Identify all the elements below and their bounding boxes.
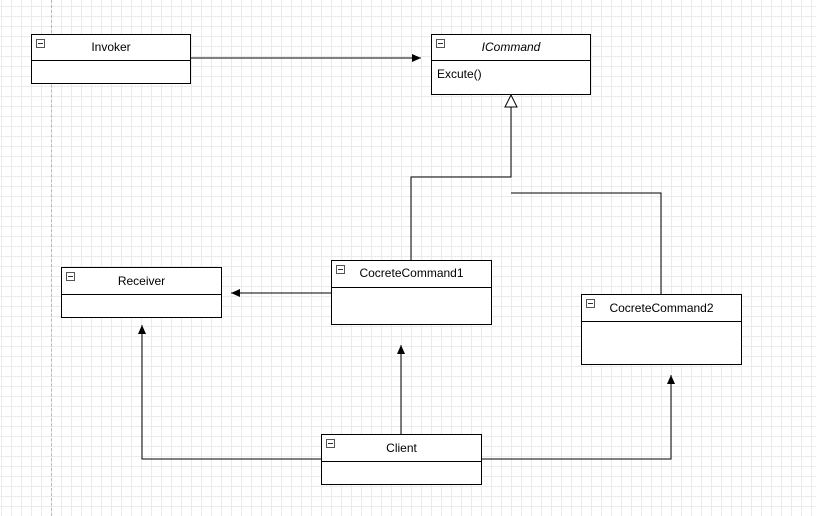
class-invoker-name: Invoker	[91, 40, 131, 54]
collapse-icon[interactable]	[436, 39, 445, 48]
class-concrete-command-2-header: CocreteCommand2	[582, 295, 741, 322]
collapse-icon[interactable]	[326, 439, 335, 448]
class-concrete-command-1-name: CocreteCommand1	[359, 266, 464, 280]
edge-client-concrete2[interactable]	[481, 375, 675, 460]
collapse-icon[interactable]	[66, 272, 75, 281]
collapse-icon[interactable]	[586, 299, 595, 308]
class-icommand-members: Excute()	[432, 61, 590, 81]
class-receiver[interactable]: Receiver	[61, 267, 222, 318]
class-receiver-name: Receiver	[117, 274, 166, 288]
edge-concrete1-icommand[interactable]	[410, 107, 512, 261]
page-boundary-guide	[51, 0, 52, 516]
class-invoker[interactable]: Invoker	[31, 34, 191, 84]
class-concrete-command-2[interactable]: CocreteCommand2	[581, 294, 742, 365]
member-excute[interactable]: Excute()	[437, 67, 482, 81]
class-icommand[interactable]: ICommand Excute()	[431, 34, 591, 95]
class-invoker-header: Invoker	[32, 35, 190, 61]
realization-triangle	[504, 93, 518, 108]
edge-client-receiver[interactable]	[138, 325, 321, 460]
class-client[interactable]: Client	[321, 434, 482, 485]
class-client-header: Client	[322, 435, 481, 462]
class-receiver-header: Receiver	[62, 268, 221, 295]
edge-concrete2-icommand[interactable]	[511, 192, 662, 294]
class-icommand-header: ICommand	[432, 35, 590, 61]
class-concrete-command-2-name: CocreteCommand2	[609, 301, 714, 315]
collapse-icon[interactable]	[336, 265, 345, 274]
class-concrete-command-1-header: CocreteCommand1	[332, 261, 491, 288]
collapse-icon[interactable]	[36, 39, 45, 48]
class-client-name: Client	[386, 441, 417, 455]
class-concrete-command-1[interactable]: CocreteCommand1	[331, 260, 492, 325]
class-icommand-name: ICommand	[481, 40, 541, 54]
